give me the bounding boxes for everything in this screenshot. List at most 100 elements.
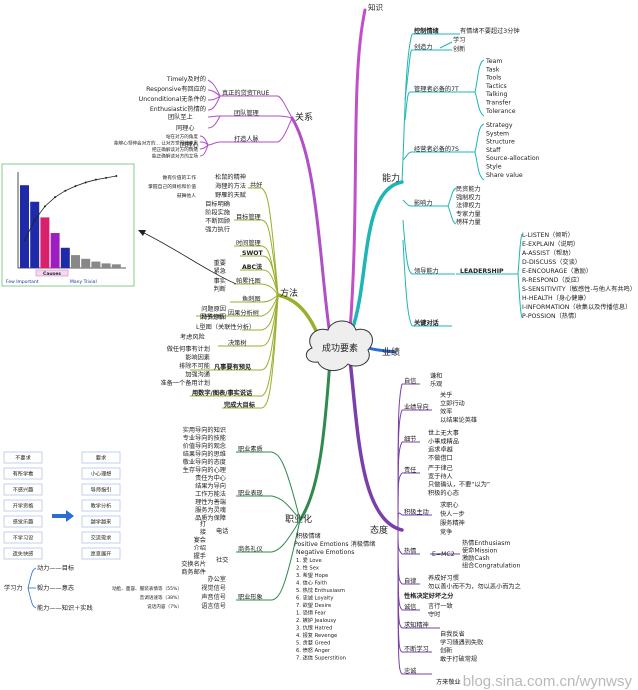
learning-row-2: 能力——知识＋实践 (37, 604, 93, 612)
branch-fangfa: 方法 (280, 287, 298, 299)
zhiyehua-items: 实用导向的知识专业导向的技能价值导向的观念结果导向的思维敬业导向的态度生存导向的… (112, 426, 226, 610)
fangfa-gongyue-item-0: 松鼠的精神 (215, 173, 246, 181)
emotions-item-5: 6. 忠诚 Loyalty (296, 594, 333, 602)
nengli-7s-item-3: Staff (486, 147, 501, 154)
fangfa-yinguo-item-0: 问题原因 (201, 305, 226, 313)
zhiyehua-suyang-item-0: 实用导向的知识 (183, 426, 226, 434)
fangfa-abc-item-1: 紧急 (214, 267, 226, 275)
nengli-yingxiang: 影响力 (414, 199, 433, 207)
fangfa-yinguo: 因果分析树 (228, 309, 259, 317)
fangfa-yuci: 鱼刺图 (242, 295, 261, 303)
nengli-7t-item-6: Tolerance (485, 108, 516, 115)
emotions-item-11: 5. 贪婪 Greed (296, 639, 330, 647)
zhiyehua-shangwu: 商务礼仪 (238, 545, 263, 553)
fangfa-abc-item-0: 重要 (214, 259, 226, 267)
taidu-ziqin-item-0: 谦和 (430, 372, 442, 380)
guanxi-daren-note-2: 把正确解读对方的情绪 (152, 146, 198, 153)
pareto-bar (81, 258, 91, 268)
watermark: blog.sina.com.cn/wynwsy (463, 673, 633, 690)
zhiyehua-xingxiang-item-2: 声音信号 (201, 593, 226, 601)
taidu-yewu-item-0: 关乎 (440, 391, 452, 399)
nengli-guanjian: 关键对话 (414, 319, 440, 327)
zhiyehua-shangwu-item-1: 接 (200, 528, 206, 536)
fangfa-mubiao-item-3: 强力执行 (205, 226, 230, 234)
nengli-7t-item-4: Talking (485, 91, 507, 98)
guanxi-tuandui-item-1: 同理心 (176, 125, 195, 132)
nengli-7s-item-5: Style (486, 164, 502, 171)
zhiyehua-suyang: 职业素质 (238, 445, 263, 453)
taidu-jiji-item-1: 快人一步 (440, 510, 465, 518)
table-right-text-5: 交流需求 (91, 534, 113, 542)
table-left-text-5: 不学习设 (13, 534, 34, 542)
guanxi-section (199, 79, 293, 157)
zhiyehua-shangwu-sub-0: 电话 (216, 527, 228, 535)
guanxi-daren-note-0: 站在对方的角度 (166, 133, 199, 140)
fangfa-juece: 决策树 (228, 339, 247, 347)
nengli-kongzhi-note: 有情绪不要超过3分钟 (460, 27, 520, 35)
nengli-leadership-item-8: I-INFORMATION（收集以及传播信息） (522, 303, 631, 311)
table-left-text-3: 开学资格 (13, 502, 35, 510)
main-branches (276, 8, 404, 532)
emotions-item-9: 3. 仇恨 Hatred (296, 624, 332, 632)
zhiyehua-biaoxian-item-4: 服务为灵魂 (195, 506, 226, 514)
taidu-yewu: 业绩导向 (404, 403, 429, 411)
taidu-bubuxue-item-2: 创新 (440, 647, 452, 655)
taidu-jiji: 积极主动 (404, 508, 429, 516)
emotions-item-0: 1. 爱 Love (296, 556, 322, 564)
zhiyehua-shangwu-item-5: 交换名片 (181, 560, 206, 568)
table-right-text-3: 教学分析 (91, 502, 112, 510)
fangfa-gongyue-note-0: 做有价值的工作 (162, 174, 196, 181)
nengli-leadership-items: L-LISTEN（倾听）E-EXPLAIN（说明）A-ASSIST（帮助）D-D… (522, 231, 636, 320)
guanxi-daren: 打造人脉 (234, 135, 260, 143)
taidu-yewu-item-2: 效率 (440, 408, 452, 416)
center-node: 成功要素 (305, 320, 373, 371)
pareto-causes: Causes (43, 271, 61, 277)
table-left-text-1: 有所学看 (13, 470, 34, 478)
fangfa-abc: ABC法 (242, 263, 262, 271)
zhiyehua-shangwu-item-3: 介绍 (194, 544, 206, 552)
guanxi-zhenzheng: 真正的贷资TRUE (222, 89, 270, 97)
taidu-yewu-item-3: 以结果论英雄 (440, 416, 477, 424)
taidu-zilv: 自律 (404, 577, 416, 585)
nengli-texts: 控制情绪 有情绪不要超过3分钟 创造力 学习 创新 管理者必备的7T 经营者必备… (414, 27, 520, 327)
nengli-leadership-item-4: E-ENCOURAGE（激励） (522, 267, 592, 275)
taidu-zhongshi-item-0: 方来敬业 (436, 678, 461, 686)
table-arrow-icon (66, 510, 74, 522)
nengli-7s: 经营者必备的7S (414, 145, 459, 153)
table-left-text-6: 遗失快感 (13, 550, 34, 558)
fangfa-mubiao-item-2: 不断回顾 (205, 217, 230, 225)
learning-row-0: 动力——目标 (37, 564, 74, 572)
nengli-chuangxin: 创造力 (414, 43, 433, 51)
emotions-title: 积极情绪 (296, 532, 321, 540)
taidu-zilv-item-0: 养成好习惯 (428, 574, 459, 582)
nengli-yingxiang-item-3: 专家力量 (456, 210, 481, 218)
zhiyehua-suyang-item-1: 专业导向的技能 (183, 434, 226, 442)
zhiyehua-xingxiang: 职业形象 (238, 593, 263, 601)
pareto-bar (20, 185, 29, 268)
zhiyehua-shangwu-item-2: 宴会 (194, 536, 206, 544)
nengli-yingxiang-item-4: 榜样力量 (456, 218, 481, 226)
pareto-point (54, 196, 57, 199)
pareto-bar (50, 233, 60, 268)
zhiyehua-shangwu-item-0: 打 (200, 520, 206, 528)
taidu-xizhi: 细节 (404, 435, 416, 443)
nengli-leadership-item-3: D-DISCUSS（交谈） (522, 258, 581, 266)
fangfa-pareto: 帕累托图 (236, 277, 261, 285)
nengli-7s-item-1: System (486, 130, 509, 137)
zhiyehua-biaoxian-item-0: 责任为中心 (195, 474, 226, 482)
fangfa-gongyue: 共好 (250, 181, 262, 189)
emotions-item-2: 3. 希望 Hope (296, 571, 328, 579)
guanxi-true-item-1: Responsive有回应的 (146, 85, 206, 93)
pareto-causes-box (35, 269, 69, 277)
nengli-yingxiang-item-0: 民资能力 (456, 185, 481, 193)
taidu-xizhi-item-0: 世上无大事 (428, 429, 459, 437)
nengli-7s-items: StrategySystemStructureStaffSource-alloc… (486, 122, 540, 179)
guanxi-true-item-0: Timely及时的 (166, 75, 206, 83)
fangfa-mubiao-item-1: 阶段实施 (205, 209, 230, 217)
pareto-point (23, 239, 26, 242)
branch-zhishi: 知识 (368, 2, 383, 12)
taidu-bubuxue: 不断学习 (404, 645, 429, 653)
zhiyehua-xingxiang-note-0: 动脸、面容、服装表情等（55%） (112, 585, 182, 592)
